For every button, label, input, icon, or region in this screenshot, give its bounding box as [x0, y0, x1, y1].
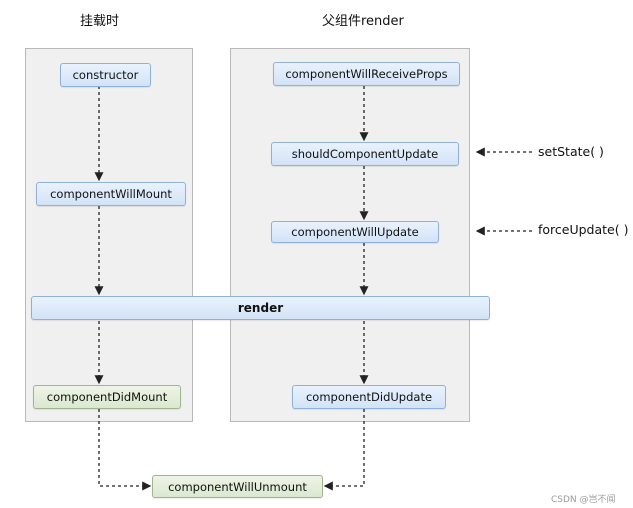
set-state-label: setState( )	[538, 144, 604, 159]
edge-didupdate-to-unmount	[323, 409, 365, 491]
component-did-update-node: componentDidUpdate	[292, 385, 446, 409]
component-will-mount-node: componentWillMount	[36, 182, 186, 206]
component-will-receive-props-node: componentWillReceiveProps	[273, 62, 460, 86]
constructor-node: constructor	[60, 63, 151, 87]
parent-render-heading: 父组件render	[322, 14, 404, 29]
should-component-update-node: shouldComponentUpdate	[271, 142, 459, 166]
force-update-label: forceUpdate( )	[538, 222, 629, 237]
component-will-unmount-node: componentWillUnmount	[152, 475, 323, 498]
edge-didmount-to-unmount	[98, 409, 152, 491]
component-will-update-node: componentWillUpdate	[271, 221, 439, 243]
mount-panel	[25, 48, 193, 422]
component-did-mount-node: componentDidMount	[33, 385, 181, 409]
mount-heading: 挂载时	[80, 14, 120, 29]
render-node: render	[31, 296, 490, 320]
watermark: CSDN @岂不闻	[551, 495, 616, 505]
